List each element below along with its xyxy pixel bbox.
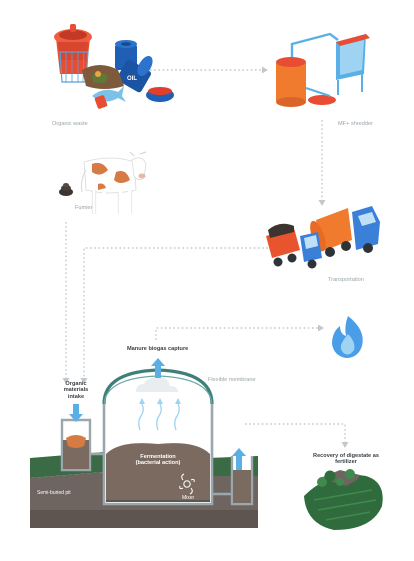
transport-illustration [266,206,380,269]
label-recovery-digestate: Recovery of digestate as fertilizer [313,453,379,466]
arrowhead-intake-a [80,378,88,384]
outlet-arrow-icon [232,448,246,470]
fermentation-slurry [106,443,210,502]
arrowhead-recovery [341,442,349,448]
flow-arrows [65,69,346,442]
label-manure-biogas-capture: Manure biogas capture [127,346,189,352]
gas-cloud-icon [136,377,178,392]
soil-block [30,472,104,512]
label-organic-materials-intake: Organic materials intake [63,381,89,400]
organic-waste-illustration: OIL [54,24,174,109]
dump-truck-icon [266,223,322,269]
gas-swirl-icons [138,403,180,431]
arrowhead-flame [318,324,324,332]
label-mixer: Mixer [182,495,195,501]
cow-body [83,157,137,194]
arrowhead-shredder [262,66,268,74]
pipe-icon [290,32,339,58]
arrowhead-intake-b [62,378,70,384]
arrow-heads [62,66,349,448]
label-transportation: Transportation [328,277,364,283]
arrowhead-transport [318,200,326,206]
shredder-illustration [276,32,370,107]
label-fumier: Fumier [75,205,93,211]
label-fermentation: Fermentation (bacterial action) [135,454,181,467]
orange-tank-icon [276,62,306,102]
barrel-label: OIL [127,76,137,82]
intake-arrow-icon [69,404,83,422]
biogas-flame-icon [332,316,363,358]
label-organic-waste: Organic waste [52,121,88,127]
recovery-field-illustration [304,469,383,530]
arrow-transport-to-intake [83,247,268,378]
tanker-truck-icon [310,206,380,257]
biogas-capture-arrow-icon [151,358,165,378]
label-semi-buried-pit: Semi-buried pit [37,490,71,496]
label-flexible-membrane: Flexible membrane [208,377,256,383]
cow-illustration [59,151,147,214]
oil-barrel-icon: OIL [115,40,153,93]
label-mf-shredder: MF+ shredder [338,121,373,127]
mixer-icon [179,473,195,495]
arrow-biogas-to-flame [155,327,318,340]
field-icon [304,474,383,530]
digester-illustration [30,358,258,528]
arrow-to-recovery [245,423,346,442]
